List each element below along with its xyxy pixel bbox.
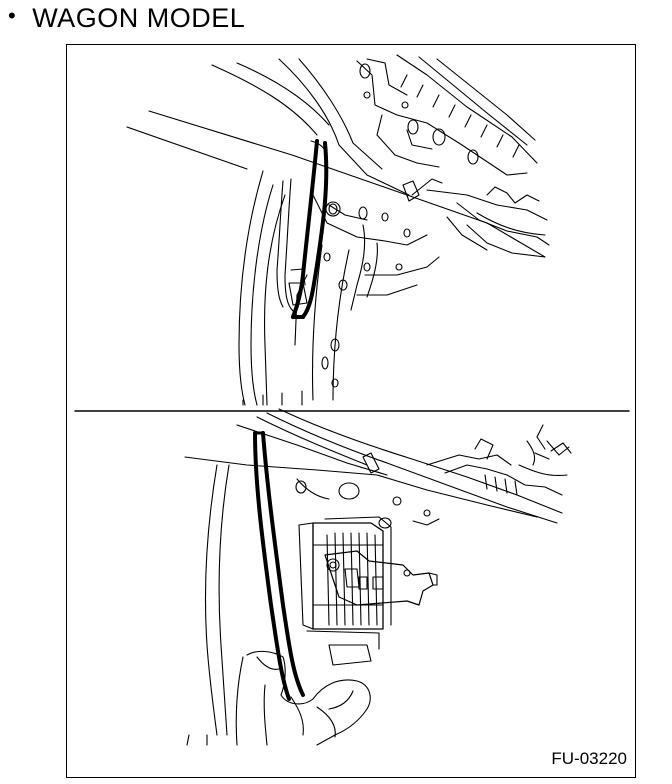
bullet-icon: • bbox=[8, 3, 17, 28]
upper-panel-illustration bbox=[126, 54, 550, 406]
figure-frame: FU-03220 bbox=[66, 44, 636, 778]
figure-code-label: FU-03220 bbox=[551, 749, 627, 768]
section-title: WAGON MODEL bbox=[32, 2, 246, 33]
figure-illustration bbox=[74, 54, 630, 746]
section-heading: • WAGON MODEL bbox=[8, 0, 245, 36]
lower-panel-illustration bbox=[184, 408, 572, 746]
